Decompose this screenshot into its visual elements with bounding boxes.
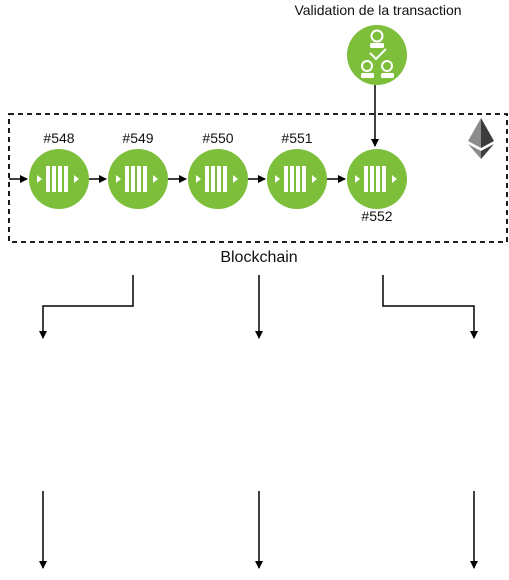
output-arrow-right [382,275,478,339]
diagram-title: Validation de la transaction [294,2,461,18]
block-label-550: #550 [202,130,233,146]
block-label-551: #551 [281,130,312,146]
block-label-552: #552 [361,208,392,224]
block-550-icon [188,149,248,209]
blockchain-boundary [8,113,508,243]
blockchain-label: Blockchain [220,249,297,266]
validation-network-icon [347,25,407,85]
block-548-icon [29,149,89,209]
block-label-549: #549 [122,130,153,146]
block-549-icon [108,149,168,209]
output-arrow-left [39,275,134,339]
block-label-548: #548 [43,130,74,146]
block-551-icon [267,149,327,209]
block-552-icon [347,149,407,209]
ethereum-logo-icon [468,118,494,159]
